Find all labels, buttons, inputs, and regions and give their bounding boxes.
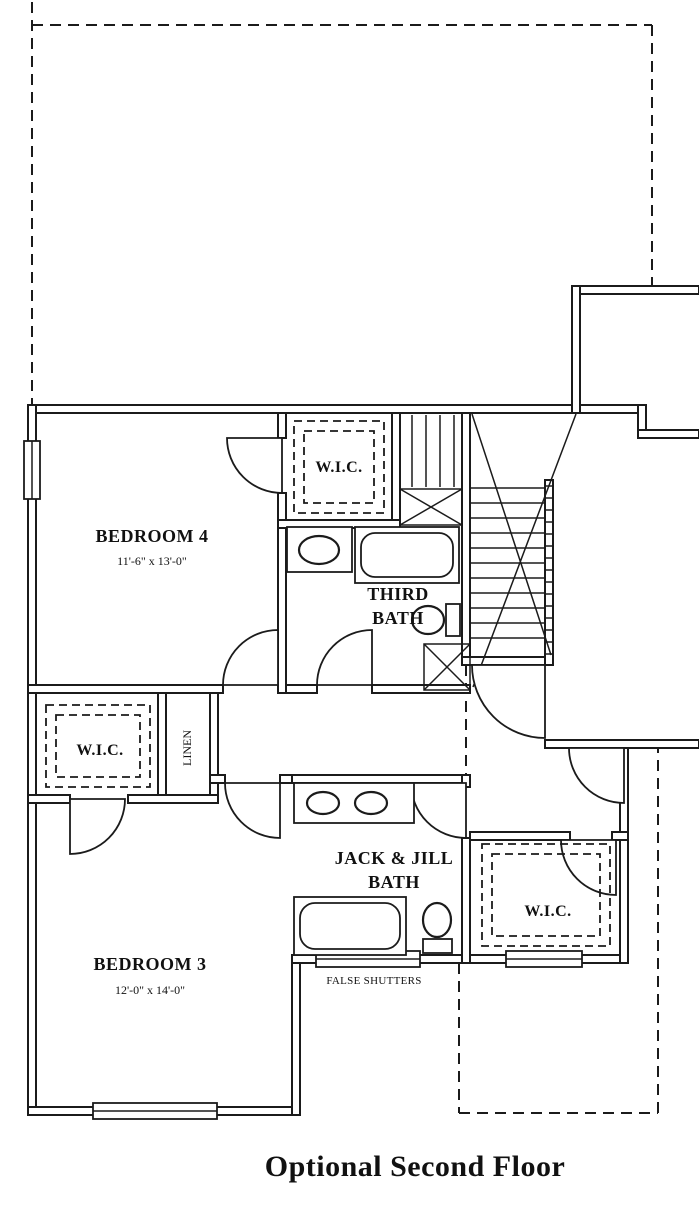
- door-arc-hall-right: [471, 664, 546, 739]
- wall-bath-vest-b: [461, 837, 471, 964]
- interior-walls: [27, 412, 629, 964]
- third-bath-label-line1: THIRD: [367, 584, 429, 604]
- window-bedroom4: [23, 440, 41, 500]
- bedroom3-dims: 12'-0" x 14'-0": [115, 983, 185, 997]
- wall-stairs-bottom: [461, 656, 554, 666]
- door-arc-bedroom4: [222, 629, 279, 686]
- shelf-wic-top-inner: [303, 430, 375, 504]
- door-arc-wic-right: [560, 839, 617, 896]
- shower-x: [423, 643, 471, 691]
- wall-hall-bottom-b: [279, 774, 293, 784]
- wic-top-label: W.I.C.: [315, 459, 362, 476]
- toilet-tank: [445, 603, 461, 637]
- bathtub-inner: [360, 532, 454, 578]
- sink-icon-right: [353, 790, 389, 816]
- wall-wicright-top-a: [469, 831, 571, 841]
- sink-icon: [297, 534, 341, 566]
- wall-bath-bottom-a: [285, 684, 318, 694]
- windows: [23, 440, 583, 1120]
- lower-dashed-outline: [458, 665, 659, 1114]
- shower-box: [423, 643, 471, 691]
- stair-treads-upper: [411, 415, 455, 487]
- wall-wicleft-right: [157, 692, 167, 804]
- wall-bed4-bath: [277, 527, 287, 694]
- closet-shelving: [45, 420, 611, 947]
- wall-wicleft-bottom-b: [127, 794, 219, 804]
- shelf-wic-top-outer: [293, 420, 385, 514]
- wic-left-label: W.I.C.: [76, 742, 123, 759]
- wall-stair-rail: [544, 479, 554, 666]
- door-arc-third-bath: [316, 629, 373, 686]
- third-bath-label-line2: BATH: [372, 608, 424, 628]
- wall-vestibule-top: [544, 739, 699, 749]
- doors: [69, 437, 625, 896]
- jack-jill-label-line1: JACK & JILL: [335, 848, 454, 868]
- shelf-wic-left-inner: [55, 714, 141, 778]
- wall-bedroom3-right: [291, 954, 301, 1116]
- bedroom3-label: BEDROOM 3: [93, 954, 206, 974]
- stair-chase-x: [399, 488, 463, 526]
- window-wic-right: [505, 950, 583, 968]
- shelf-wic-right-outer: [481, 843, 611, 947]
- wall-left: [27, 404, 37, 1116]
- toilet-bowl: [421, 901, 453, 939]
- door-arc-vestibule: [568, 747, 625, 804]
- door-arc-bedroom3: [224, 782, 281, 839]
- door-arc-wic-top: [226, 437, 283, 494]
- wall-bath-bottom-b: [371, 684, 471, 694]
- wall-stair-left: [461, 412, 471, 666]
- shelf-wic-right-inner: [491, 853, 601, 937]
- stair-treads-right: [470, 487, 545, 639]
- wall-wic-top-left-a: [277, 412, 287, 439]
- false-shutters-label: FALSE SHUTTERS: [326, 975, 421, 987]
- wall-jackjill-top: [291, 774, 463, 784]
- jack-jill-label-line2: BATH: [368, 872, 420, 892]
- wall-hall-bottom-a: [209, 774, 226, 784]
- page-title: Optional Second Floor: [265, 1150, 566, 1183]
- wall-step-horiz: [637, 429, 699, 439]
- wall-top: [27, 404, 647, 414]
- wall-roof-left: [571, 285, 581, 414]
- window-bedroom3: [92, 1102, 218, 1120]
- wall-bed4-bottom: [27, 684, 224, 694]
- labels: W.I.C. BEDROOM 4 11'-6" x 13'-0" THIRD B…: [76, 459, 571, 1183]
- exterior-walls: [27, 285, 699, 1116]
- toilet-bowl: [410, 604, 446, 636]
- bathtub-inner: [299, 902, 401, 950]
- bedroom4-label: BEDROOM 4: [95, 526, 208, 546]
- bedroom4-dims: 11'-6" x 13'-0": [117, 554, 187, 568]
- open-to-below-x: [471, 413, 577, 688]
- wic-right-label: W.I.C.: [524, 903, 571, 920]
- linen-label: LINEN: [180, 730, 194, 766]
- wall-wicleft-bottom-a: [27, 794, 71, 804]
- stairs: [399, 413, 577, 688]
- stair-chase-box: [399, 488, 463, 526]
- jack-jill-fixtures: [293, 782, 453, 956]
- door-arc-jackjill: [410, 782, 467, 839]
- upper-dashed-outline: [31, 2, 653, 405]
- wall-roof-top: [571, 285, 699, 295]
- wall-wicright-top-b: [611, 831, 629, 841]
- door-arc-wic-left: [69, 798, 126, 855]
- third-bath-fixtures: [286, 526, 471, 691]
- shelf-wic-left-outer: [45, 704, 151, 788]
- wall-linen-right: [209, 692, 219, 796]
- sink-icon-left: [305, 790, 341, 816]
- wall-wic-stair: [391, 412, 401, 529]
- toilet-tank: [422, 938, 453, 954]
